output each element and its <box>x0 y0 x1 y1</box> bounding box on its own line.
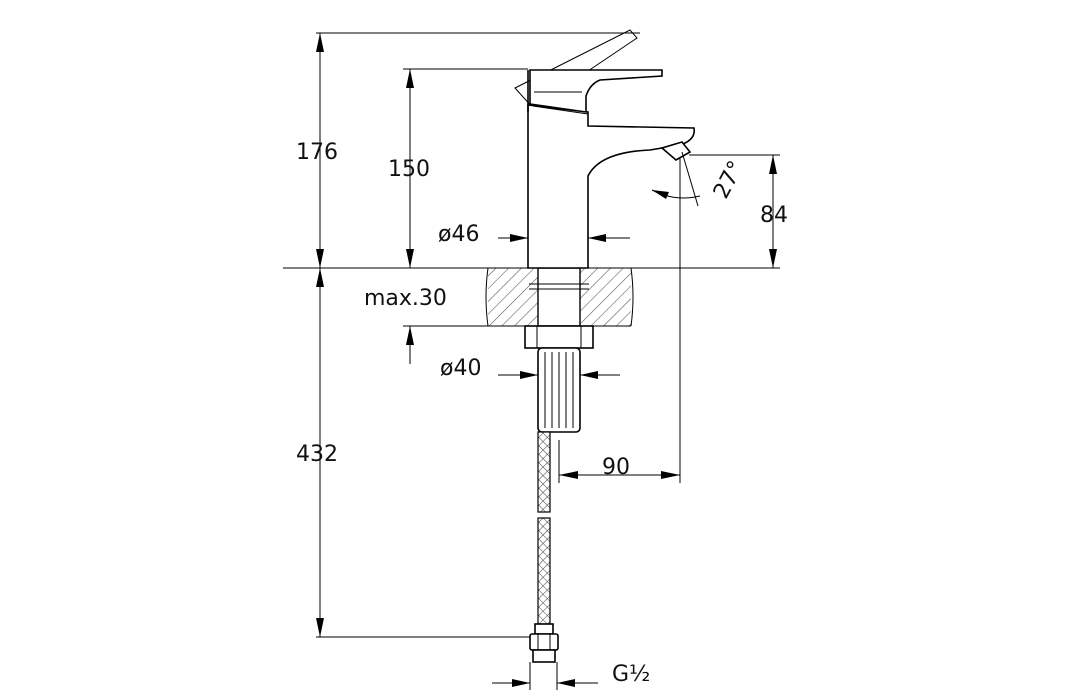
lever-joint-line <box>532 105 589 115</box>
hose-ferrule <box>534 623 554 635</box>
faucet-body <box>527 104 696 269</box>
label-shank-diameter: ø40 <box>440 356 481 381</box>
dim-arrow-spout-reach-right <box>661 471 680 479</box>
dim-arrow-hose-length-bottom <box>316 618 324 637</box>
dim-arrow-body-diameter-left <box>510 234 528 242</box>
mounting-nut <box>524 325 594 349</box>
dim-arrow-spout-height-bottom <box>406 249 414 268</box>
label-outlet-height: 84 <box>760 203 788 228</box>
hose-connector-thread <box>532 649 556 663</box>
label-max-deck-thickness: max.30 <box>364 286 447 311</box>
mounting-assembly <box>524 325 594 663</box>
lever-raised-outline <box>514 29 638 109</box>
shank-through-deck <box>537 267 581 327</box>
label-spout-reach: 90 <box>602 455 630 480</box>
dim-arrow-outlet-height-bottom <box>769 249 777 268</box>
dimension-labels: 176 150 ø46 84 27° max.30 ø40 432 90 G½ <box>296 140 788 687</box>
label-body-diameter: ø46 <box>438 222 479 247</box>
dim-arrow-thread-left <box>512 679 530 687</box>
dim-arrow-outlet-height-top <box>769 155 777 174</box>
label-total-height: 176 <box>296 140 338 165</box>
dim-arrow-shank-diameter-left <box>520 371 538 379</box>
dim-arrow-body-diameter-right <box>588 234 606 242</box>
hose-upper <box>537 431 551 513</box>
label-connection-thread: G½ <box>612 662 650 687</box>
dim-arrow-total-height-bottom <box>316 249 324 268</box>
label-outlet-angle: 27° <box>709 157 749 203</box>
hose-connector-nut <box>529 633 559 651</box>
dim-arrow-spout-reach-left <box>559 471 578 479</box>
dim-arrow-total-height-top <box>316 33 324 52</box>
dimension-lines <box>316 33 777 687</box>
dim-arrow-outlet-angle <box>652 190 669 199</box>
label-spout-height: 150 <box>388 157 430 182</box>
hose-lower <box>537 517 551 625</box>
dim-arrow-spout-height-top <box>406 69 414 88</box>
dim-arrow-thread-right <box>557 679 575 687</box>
label-hose-length: 432 <box>296 442 338 467</box>
countertop-section <box>485 267 634 327</box>
countertop-break-right <box>630 267 634 327</box>
countertop-break-left <box>485 267 489 327</box>
dim-arrow-hose-length-top <box>316 268 324 287</box>
dim-arrow-shank-diameter-right <box>580 371 598 379</box>
faucet <box>514 29 696 269</box>
lever-handle <box>529 69 663 113</box>
